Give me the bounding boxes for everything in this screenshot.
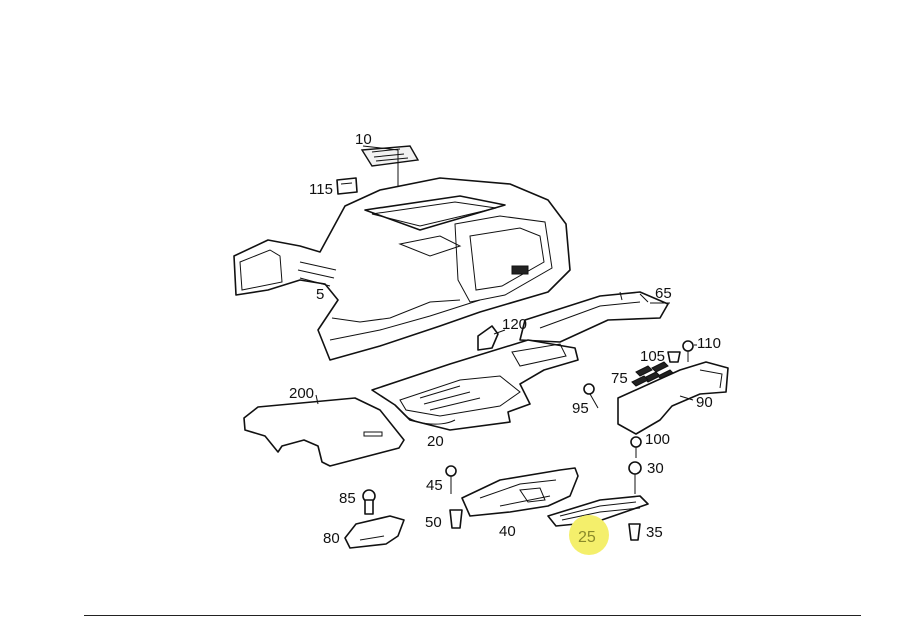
part-85-bolt	[362, 489, 376, 515]
label-part-105: 105	[640, 348, 666, 365]
part-50-clip	[449, 509, 463, 529]
label-part-30: 30	[647, 460, 664, 477]
label-part-65: 65	[655, 285, 672, 302]
highlight-marker	[569, 515, 609, 555]
label-part-10: 10	[355, 131, 372, 148]
part-120-bracket	[477, 325, 506, 351]
part-75-clip-set	[631, 361, 675, 387]
label-part-85: 85	[339, 490, 356, 507]
part-25-grille	[547, 495, 649, 527]
label-part-95: 95	[572, 400, 589, 417]
part-20-floor-panel	[371, 339, 579, 431]
label-part-45: 45	[426, 477, 443, 494]
part-5-trunk-lining	[233, 177, 571, 361]
label-part-100: 100	[645, 431, 671, 448]
label-part-5: 5	[316, 286, 325, 303]
label-part-90: 90	[696, 394, 713, 411]
label-part-120: 120	[502, 316, 528, 333]
part-35-clip	[628, 523, 641, 541]
part-90-side-trim	[617, 361, 729, 435]
label-part-115: 115	[309, 181, 333, 198]
label-part-35: 35	[646, 524, 663, 541]
label-part-50: 50	[425, 514, 442, 531]
part-40-lower-trim	[461, 467, 579, 517]
label-part-110: 110	[697, 335, 721, 352]
part-115-clip	[336, 177, 358, 195]
part-80-bracket	[344, 515, 405, 549]
part-65-tray	[519, 291, 670, 343]
part-45-screw	[445, 465, 457, 494]
part-200-floor-mat	[243, 394, 405, 467]
bottom-rule	[84, 615, 861, 616]
part-30-fastener	[628, 461, 642, 494]
part-95-screw	[583, 383, 599, 409]
part-105-clip	[667, 351, 681, 363]
label-part-75: 75	[611, 370, 628, 387]
label-part-40: 40	[499, 523, 516, 540]
label-part-200: 200	[289, 385, 315, 402]
part-100-fastener	[630, 436, 642, 458]
part-110-screw	[682, 340, 697, 362]
label-part-25-highlighted: 25	[578, 529, 596, 546]
label-part-20: 20	[427, 433, 444, 450]
label-part-80: 80	[323, 530, 340, 547]
part-10-cover-plate	[360, 145, 420, 215]
